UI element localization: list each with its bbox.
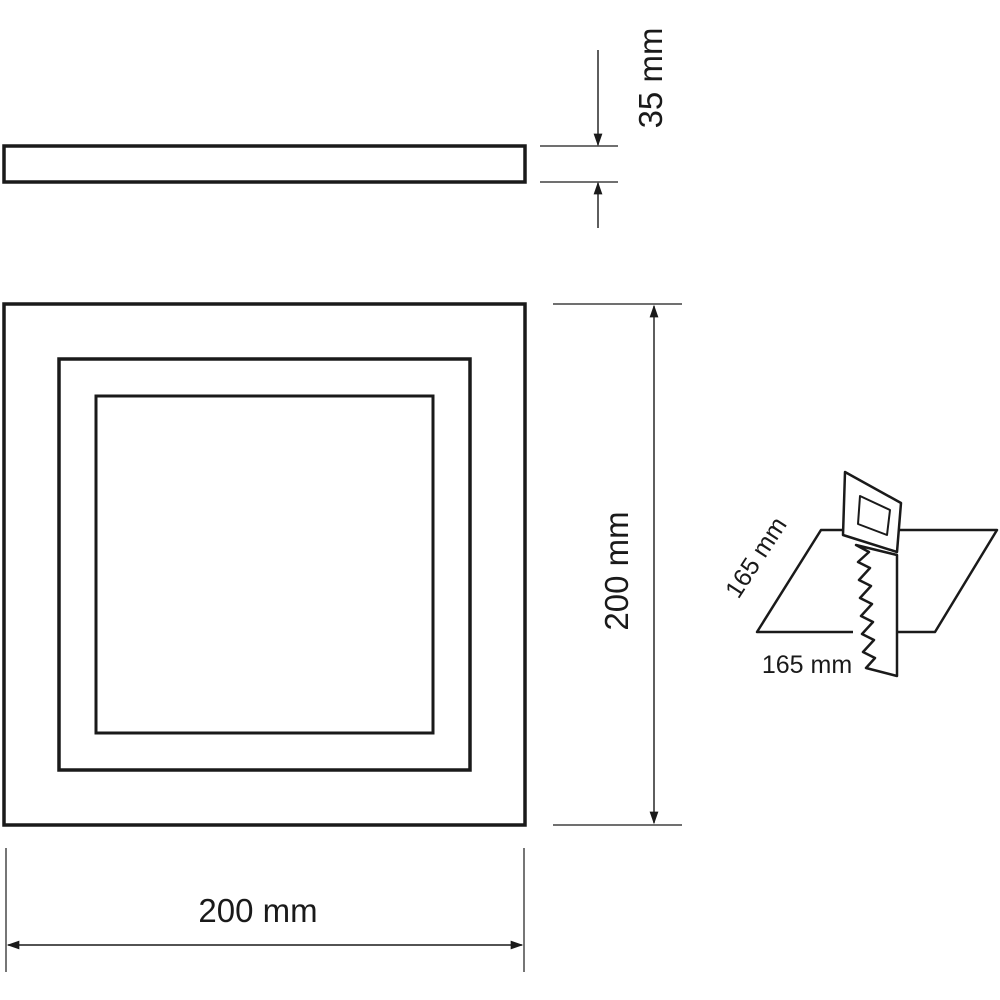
panel-front-view xyxy=(2,302,527,827)
cutout-width-label: 165 mm xyxy=(762,651,852,679)
ceiling-plane xyxy=(755,528,999,634)
panel-side-view xyxy=(2,144,527,184)
panel-light-area xyxy=(94,394,435,735)
saw-icon xyxy=(841,470,903,678)
thickness-dimension: 35 mm xyxy=(540,28,669,228)
panel-outer-frame xyxy=(2,302,527,827)
height-label: 200 mm xyxy=(598,511,635,630)
cutout-depth-label: 165 mm xyxy=(720,512,793,603)
panel-middle-frame xyxy=(57,357,472,772)
thickness-label: 35 mm xyxy=(632,28,669,129)
cutout-illustration: 165 mm 165 mm xyxy=(720,470,999,679)
width-label: 200 mm xyxy=(198,892,317,929)
width-dimension: 200 mm xyxy=(5,848,525,972)
height-dimension: 200 mm xyxy=(553,303,682,826)
